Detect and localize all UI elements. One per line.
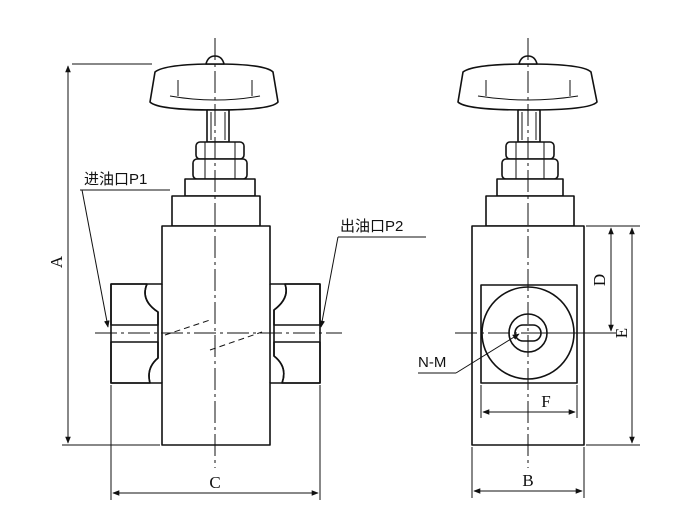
dim-e-label: E [612,328,631,338]
inlet-label: 进油口P1 [84,171,147,188]
dim-b-label: B [522,471,533,490]
dim-c-label: C [209,473,220,492]
thread-label: N-M [418,354,446,371]
dim-a-label: A [47,255,66,268]
dimension-lines [62,63,640,500]
front-view [95,38,342,468]
dim-d-label: D [590,274,609,286]
dim-f-label: F [541,392,550,411]
leader-lines [80,189,520,374]
side-view [455,38,598,468]
outlet-label: 出油口P2 [340,218,403,235]
